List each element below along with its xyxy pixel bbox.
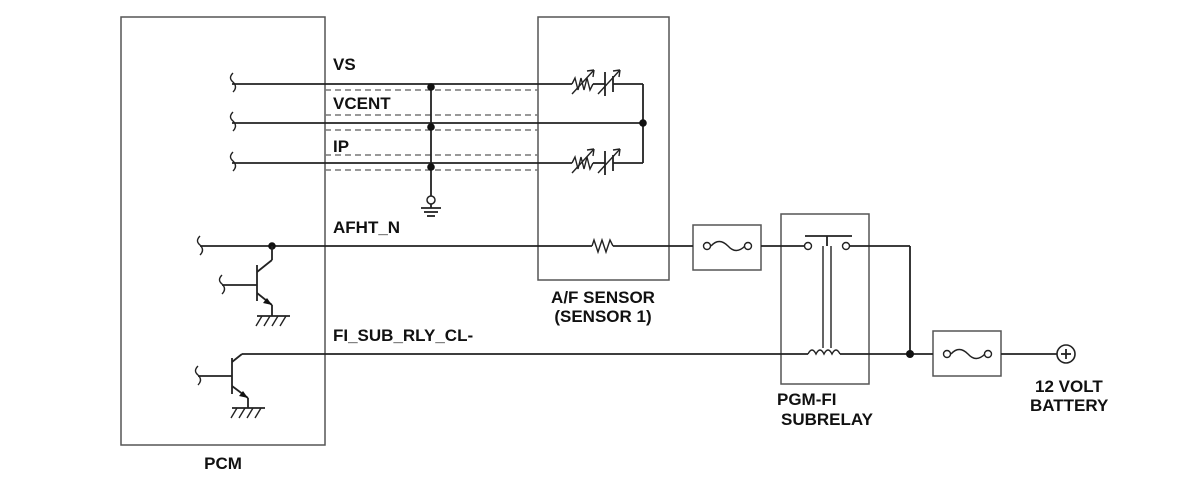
label-battery-voltage: 12 VOLT (1035, 377, 1103, 396)
label-afht-n: AFHT_N (333, 218, 401, 237)
battery-plus-icon (1056, 344, 1076, 364)
transistor-afht (222, 246, 273, 316)
label-vcent: VCENT (333, 94, 391, 113)
fuse-1-box (692, 224, 762, 271)
break-symbol-fisub-base (194, 365, 202, 386)
label-battery: BATTERY (1030, 396, 1109, 415)
break-symbol-afht (196, 235, 204, 256)
junction-dot (427, 163, 435, 171)
ground-symbol-transistor-afht (255, 315, 290, 327)
break-symbol-afht-base (218, 274, 226, 295)
label-fi-sub-rly-cl: FI_SUB_RLY_CL- (333, 326, 474, 345)
sensor-cell-lower (571, 148, 643, 175)
transistor-fi-sub (198, 353, 249, 408)
shield-terminal (426, 195, 436, 205)
label-af-sensor: A/F SENSOR (551, 288, 655, 307)
pcm-box (120, 16, 326, 446)
relay-coil (807, 349, 841, 356)
junction-dot (427, 123, 435, 131)
sensor-cell-upper (571, 69, 643, 96)
label-af-sensor-sub: (SENSOR 1) (554, 307, 652, 326)
break-symbol-ip (229, 151, 237, 172)
break-symbol-vcent (229, 111, 237, 132)
label-pcm: PCM (204, 454, 242, 473)
heater-resistor (591, 237, 614, 255)
subrelay-box (780, 213, 870, 385)
label-vs: VS (333, 55, 356, 74)
af-sensor-box (537, 16, 670, 281)
label-subrelay: SUBRELAY (781, 410, 873, 429)
junction-dot (906, 350, 914, 358)
break-symbol-vs (229, 72, 237, 93)
ground-symbol-shield (421, 204, 441, 217)
junction-dot (427, 83, 435, 91)
junction-dot (639, 119, 647, 127)
label-pgm-fi: PGM-FI (777, 390, 837, 409)
label-ip: IP (333, 137, 350, 156)
ground-symbol-transistor-fi-sub (230, 407, 265, 419)
fuse-1-symbol (702, 240, 753, 252)
relay-switch-symbol (803, 235, 852, 251)
fuse-2-symbol (942, 348, 993, 360)
